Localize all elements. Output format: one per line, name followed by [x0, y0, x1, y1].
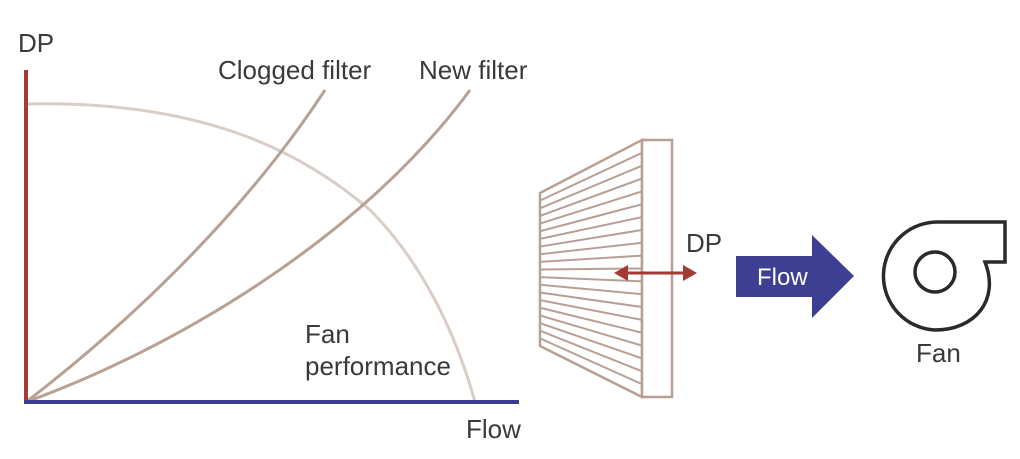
filter-pleat-line [539, 164, 643, 210]
fan-performance-label-line2: performance [305, 351, 451, 381]
fan-icon: Fan [881, 220, 1007, 368]
fan-hub [913, 250, 957, 294]
filter-dp-label: DP [686, 228, 722, 258]
new-filter-curve [25, 89, 472, 404]
x-axis-label: Flow [466, 414, 521, 444]
clogged-filter-label: Clogged filter [218, 55, 372, 85]
filter-pleat-line [539, 228, 643, 248]
filter-pleat-line [539, 322, 643, 360]
filter-pleat-line [539, 216, 643, 240]
filter-pleat-line [539, 283, 643, 296]
flow-arrow-label: Flow [757, 264, 808, 291]
filter-pleat-line [539, 254, 643, 263]
filter-pleat-line [539, 329, 643, 373]
filter-pleat-line [539, 190, 643, 225]
filter-pleat-line [539, 151, 643, 202]
flow-arrow: Flow [736, 235, 854, 318]
dp-flow-graph: DP Clogged filter New filter Fan perform… [18, 28, 528, 444]
filter-pleat-line [539, 314, 643, 347]
fan-performance-curve [25, 102, 477, 403]
clogged-filter-curve [25, 89, 327, 404]
filter-pleat-line [539, 337, 643, 386]
filter-frame [640, 138, 674, 399]
fan-performance-label-line1: Fan [305, 319, 350, 349]
flow-arrow-shape [736, 235, 854, 318]
filter-pleat-line [539, 276, 643, 283]
fan-label: Fan [916, 338, 961, 368]
filter-pleat-line [539, 241, 643, 256]
y-axis-label: DP [18, 28, 54, 58]
filter-pleat-line [539, 299, 643, 321]
filter-pleats [539, 151, 643, 386]
dp-double-arrow [614, 265, 697, 281]
filter-pleat-line [539, 177, 643, 217]
filter-pleat-line [539, 203, 643, 233]
new-filter-label: New filter [419, 55, 528, 85]
filter-pleat-line [539, 306, 643, 334]
filter-pleat-line [539, 291, 643, 309]
filter-panel: DP [538, 137, 722, 400]
